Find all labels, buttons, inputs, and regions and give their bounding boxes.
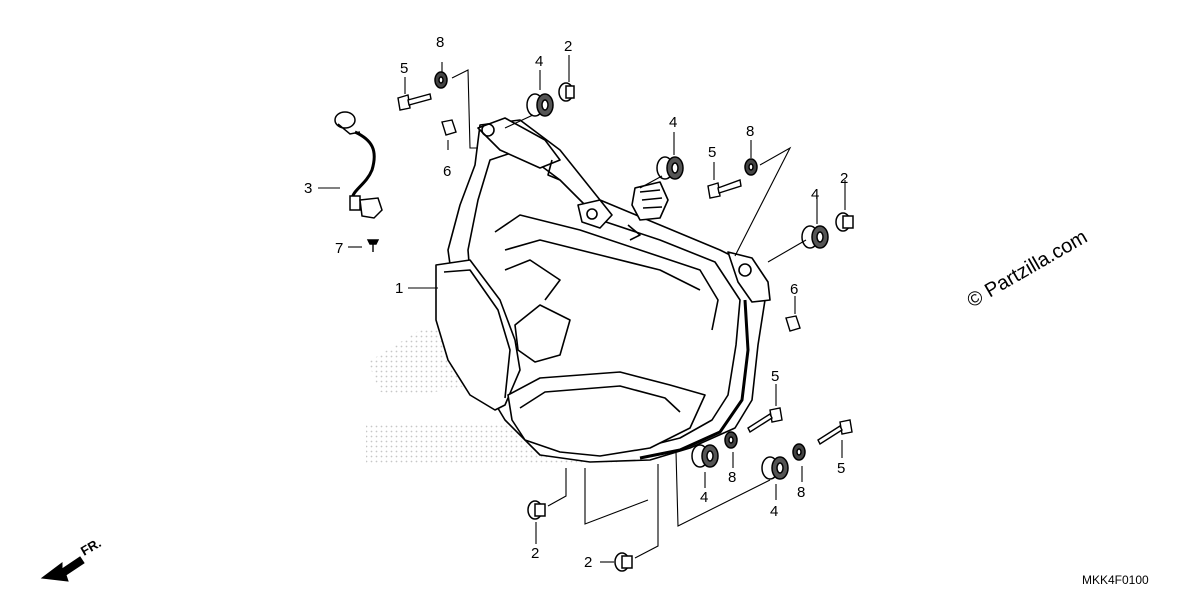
callout-6: 6 <box>443 163 451 180</box>
callout-5: 5 <box>837 460 845 477</box>
headlight-assembly-drawing <box>435 117 771 463</box>
callout-7: 7 <box>335 240 343 257</box>
callout-4: 4 <box>770 503 778 520</box>
callout-3: 3 <box>304 180 312 197</box>
screw-drawing <box>366 239 380 252</box>
clip-nut-drawings <box>441 119 801 332</box>
washer-drawings <box>434 71 806 461</box>
callout-4: 4 <box>811 186 819 203</box>
callout-2: 2 <box>584 554 592 571</box>
callout-8: 8 <box>436 34 444 51</box>
leader-lines <box>318 55 846 563</box>
front-direction-arrow: FR. <box>40 535 104 582</box>
callout-4: 4 <box>535 53 543 70</box>
callout-6: 6 <box>790 281 798 298</box>
callout-2: 2 <box>564 38 572 55</box>
callout-4: 4 <box>700 489 708 506</box>
callout-8: 8 <box>746 123 754 140</box>
callout-8: 8 <box>797 484 805 501</box>
callout-4: 4 <box>669 114 677 131</box>
callout-1: 1 <box>395 280 403 297</box>
collar-drawings <box>527 82 854 572</box>
callout-2: 2 <box>840 170 848 187</box>
diagram-code: MKK4F0100 <box>1082 573 1149 587</box>
callout-8: 8 <box>728 469 736 486</box>
socket-wire-harness-drawing <box>334 111 383 219</box>
callout-2: 2 <box>531 545 539 562</box>
arrow-left-icon <box>40 556 85 582</box>
bolt-drawings <box>397 93 853 446</box>
direction-label: FR. <box>78 535 104 558</box>
callout-5: 5 <box>708 144 716 161</box>
grommet-drawings <box>526 93 829 480</box>
partzilla-watermark: © Partzilla.com <box>964 226 1092 312</box>
callout-labels: 8 5 4 2 6 3 7 1 4 5 8 4 2 6 5 4 8 4 8 5 … <box>304 34 848 571</box>
callout-5: 5 <box>771 368 779 385</box>
callout-5: 5 <box>400 60 408 77</box>
